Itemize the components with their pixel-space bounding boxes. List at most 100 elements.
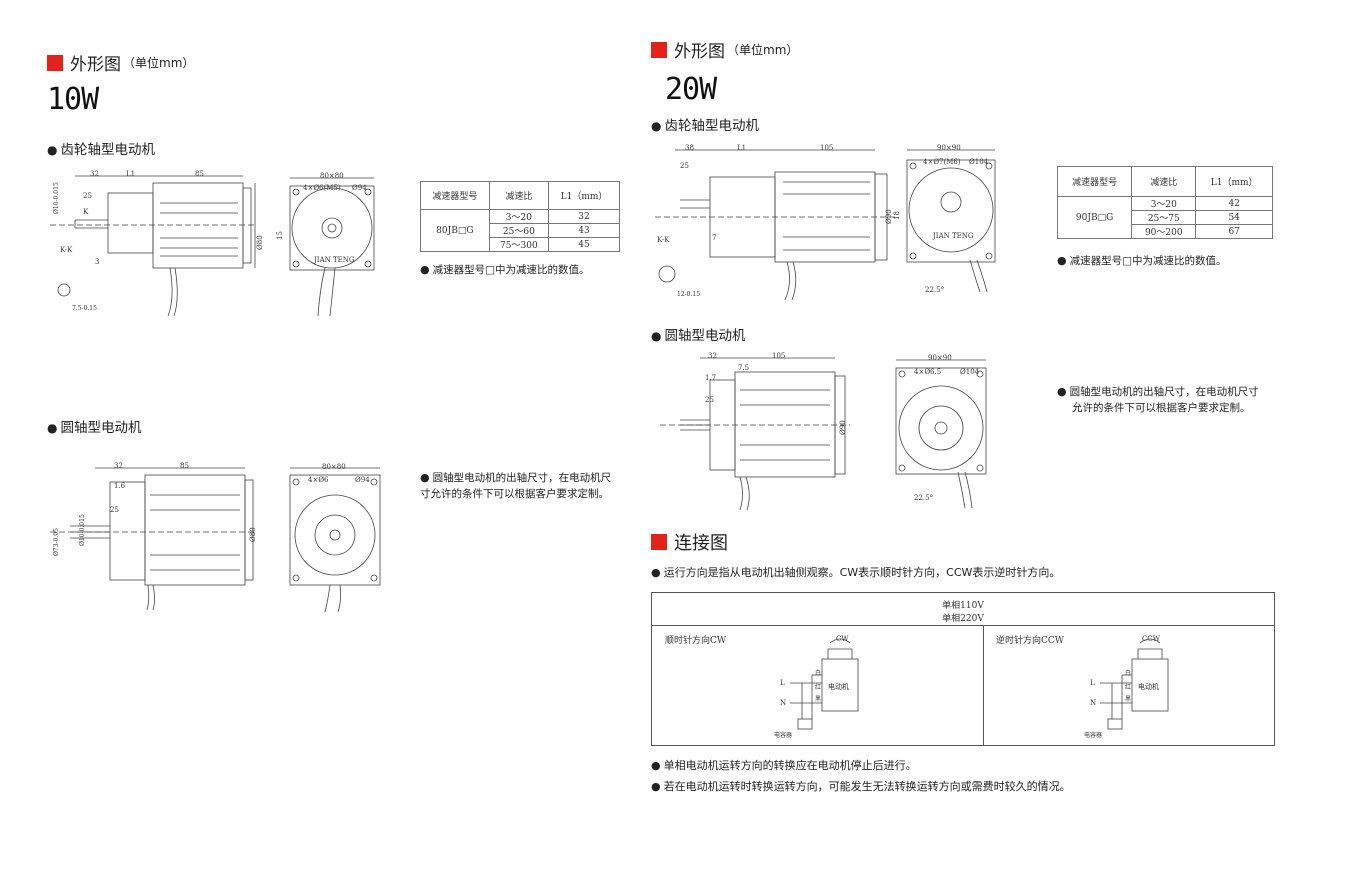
left-gear-shaft-heading: 齿轮轴型电动机 (47, 138, 155, 158)
dim-label: 12-0.15 (677, 291, 700, 298)
left-round-shaft-heading: 圆轴型电动机 (47, 416, 141, 436)
dim-label: 18 (893, 211, 901, 220)
dim-label: 1.6 (114, 482, 126, 490)
dim-label: 85 (180, 462, 189, 470)
wire-color-label: 黑 (815, 696, 821, 703)
dim-label: Ø10-0.015 (53, 182, 60, 214)
dim-label: Ø104 (960, 368, 980, 376)
dim-label: 4×Ø6 (308, 476, 329, 484)
dim-label: 4×Ø6(M5) (303, 184, 341, 192)
ccw-short-label: CCW (1142, 635, 1161, 643)
table-cell: 90～200 (1131, 224, 1197, 239)
dim-label: 85 (195, 170, 204, 178)
ccw-wiring-diagram: CCW 电动机 L N 白 红 黑 电容器 (1084, 635, 1169, 739)
phase-line-1: 单相110V (942, 601, 984, 611)
table-header: 减速器型号 (1056, 166, 1133, 197)
wire-n-label: N (780, 699, 786, 707)
dim-label: 15 (276, 231, 284, 240)
direction-note-2: ●若在电动机运转时转换运转方向，可能发生无法转换运转方向或需费时较久的情况。 (651, 780, 1071, 793)
dim-label: 3 (95, 258, 99, 266)
left-round-note-text: 圆轴型电动机的出轴尺寸，在电动机尺寸允许的条件下可以根据客户要求定制。 (420, 472, 612, 500)
table-cell: 45 (548, 237, 620, 252)
phase-line-2: 单相220V (942, 614, 984, 624)
direction-note-1: ●单相电动机运转方向的转换应在电动机停止后进行。 (651, 759, 917, 772)
connection-diagram-box: 单相110V 单相220V 顺时针方向CW 逆时针方向CCW CW 电动机 L … (651, 592, 1275, 746)
dim-label: 7.5 (738, 364, 749, 372)
left-section-title: 外形图 (70, 55, 121, 75)
dim-label: 105 (772, 352, 785, 360)
dim-label: Ø73-0.05 (53, 528, 60, 556)
right-round-note-line2: 允许的条件下可以根据客户要求定制。 (1072, 402, 1251, 414)
cw-label: 顺时针方向CW (665, 636, 727, 646)
dim-label: 4×Ø6.5 (914, 368, 941, 376)
right-table-note-text: 减速器型号□中为减速比的数值。 (1069, 255, 1227, 267)
dim-label: Ø104 (969, 158, 989, 166)
motor-label: 电动机 (828, 682, 849, 691)
cw-short-label: CW (836, 635, 849, 643)
direction-note-1-text: 单相电动机运转方向的转换应在电动机停止后进行。 (663, 759, 917, 772)
right-round-shaft-heading: 圆轴型电动机 (651, 324, 745, 344)
wire-l-label: L (780, 679, 785, 687)
right-round-note: ●圆轴型电动机的出轴尺寸，在电动机尺寸 允许的条件下可以根据客户要求定制。 (1057, 384, 1307, 416)
red-square-marker (651, 41, 667, 58)
wire-n-label: N (1090, 699, 1096, 707)
dim-label: 32 (90, 170, 99, 178)
connection-title: 连接图 (674, 533, 728, 554)
table-cell: 32 (548, 209, 620, 224)
right-round-drawing: 32 105 7.5 1.7 25 Ø90 90×90 4×Ø6.5 Ø104 … (660, 352, 987, 511)
dim-label: Ø94 (352, 184, 367, 192)
table-cell: 3～20 (488, 209, 550, 224)
dim-label: 90×90 (937, 144, 961, 152)
wire-color-label: 白 (1125, 669, 1131, 677)
wire-l-label: L (1090, 679, 1095, 687)
dim-label: 22.5° (925, 286, 944, 294)
right-reducer-table: 减速器型号 减速比 L1（mm） 90JB□G 3～20 42 25～75 54… (1056, 166, 1273, 239)
connection-section-header: 连接图 (651, 529, 728, 555)
dim-label: 32 (708, 352, 717, 360)
left-round-note: ●圆轴型电动机的出轴尺寸，在电动机尺寸允许的条件下可以根据客户要求定制。 (420, 471, 612, 500)
table-cell: 3～20 (1131, 196, 1197, 211)
table-header: 减速器型号 (420, 181, 490, 210)
left-table-note-text: 减速器型号□中为减速比的数值。 (432, 264, 590, 276)
dim-label: L1 (126, 170, 135, 178)
dim-label: 4×Ø7(M6) (923, 158, 961, 166)
motor-body (152, 182, 244, 269)
capacitor-label: 电容器 (774, 731, 792, 739)
right-gear-shaft-heading: 齿轮轴型电动机 (651, 114, 759, 134)
left-table-note: ●减速器型号□中为减速比的数值。 (420, 263, 590, 276)
brand-label: JIAN TENG (932, 232, 974, 240)
left-round-drawing: 32 85 1.6 25 Ø73-0.05 Ø10-0.015 Ø80 80×8… (50, 462, 381, 613)
wire-color-label: 红 (815, 683, 821, 691)
dim-label: 1.7 (705, 374, 716, 382)
dim-label: Ø90 (885, 209, 893, 224)
dim-label: 80×80 (320, 172, 344, 180)
wire-color-label: 红 (1125, 683, 1131, 691)
dim-label: 105 (820, 144, 833, 152)
right-section-title: 外形图 (674, 42, 725, 62)
divider (983, 625, 984, 745)
table-cell: 42 (1195, 196, 1273, 211)
dim-label: 25 (110, 506, 119, 514)
table-cell: 67 (1195, 224, 1273, 239)
red-square-marker (47, 54, 63, 71)
table-header: 减速比 (488, 181, 550, 210)
left-section-header: 外形图 （单位mm） (47, 50, 194, 75)
right-round-note-line1: 圆轴型电动机的出轴尺寸，在电动机尺寸 (1069, 386, 1259, 398)
table-cell: 43 (548, 223, 620, 238)
table-model-cell: 80JB□G (420, 209, 490, 252)
right-power-label: 20W (665, 72, 717, 107)
left-gear-drawing: 32 L1 85 25 K K-K 3 Ø10-0.015 7.5-0.15 Ø… (50, 170, 375, 317)
dim-label: L1 (737, 144, 746, 152)
capacitor-label: 电容器 (1084, 731, 1102, 739)
dim-label: 32 (114, 462, 123, 470)
right-gear-drawing: 38 L1 105 25 7 K-K Ø90 18 12-0.15 90×90 … (655, 144, 996, 301)
brand-label: JIAN TENG (313, 256, 355, 264)
motor-label: 电动机 (1138, 682, 1159, 691)
dim-label: Ø10-0.015 (79, 514, 86, 546)
left-power-label: 10W (47, 82, 99, 117)
dim-label: 22.5° (914, 494, 933, 502)
dim-label: K (83, 208, 89, 216)
phase-header: 单相110V 单相220V (652, 593, 1274, 626)
red-square-marker (651, 534, 667, 550)
right-section-header: 外形图 （单位mm） (651, 37, 798, 62)
